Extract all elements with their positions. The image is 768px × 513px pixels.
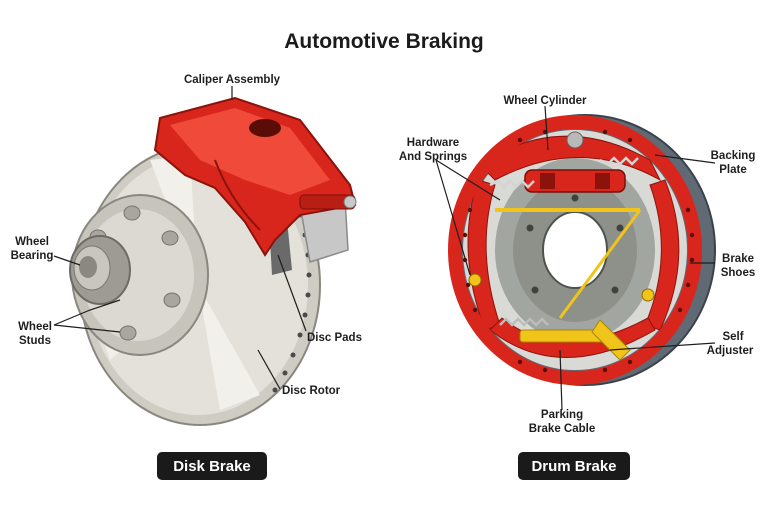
return-spring	[489, 179, 535, 189]
label-wheel-cylinder: Wheel Cylinder	[503, 95, 587, 107]
label-hardware-line2: And Springs	[399, 151, 467, 163]
label-brake-shoes-line1: Brake	[722, 253, 754, 265]
drum-brake-caption: Drum Brake	[531, 458, 616, 475]
label-backing-plate-line1: Backing	[711, 150, 756, 162]
drum-brake-pill: Drum Brake	[518, 452, 630, 480]
diagram-title: Automotive Braking	[284, 30, 484, 53]
label-wheel-bearing-line2: Bearing	[11, 250, 54, 262]
label-backing-plate-line2: Plate	[719, 164, 747, 176]
label-self-adjuster-line2: Adjuster	[707, 345, 754, 357]
label-wheel-studs-line2: Studs	[19, 335, 51, 347]
label-disc-pads: Disc Pads	[307, 332, 362, 344]
caliper-assembly	[153, 96, 357, 257]
disk-brake-caption: Disk Brake	[173, 458, 251, 475]
brake-shoes	[479, 135, 662, 182]
label-caliper-assembly: Caliper Assembly	[184, 74, 281, 86]
disk-brake-pill: Disk Brake	[157, 452, 267, 480]
drum-brake-illustration	[448, 114, 716, 386]
label-parking-line1: Parking	[541, 409, 583, 421]
label-wheel-studs-line1: Wheel	[18, 321, 52, 333]
label-disc-rotor: Disc Rotor	[282, 385, 341, 397]
label-wheel-bearing-line1: Wheel	[15, 236, 49, 248]
label-brake-shoes-line2: Shoes	[721, 267, 756, 279]
disk-brake-illustration	[69, 96, 357, 426]
label-parking-line2: Brake Cable	[529, 423, 595, 435]
label-hardware-line1: Hardware	[407, 137, 459, 149]
label-self-adjuster-line1: Self	[722, 331, 743, 343]
